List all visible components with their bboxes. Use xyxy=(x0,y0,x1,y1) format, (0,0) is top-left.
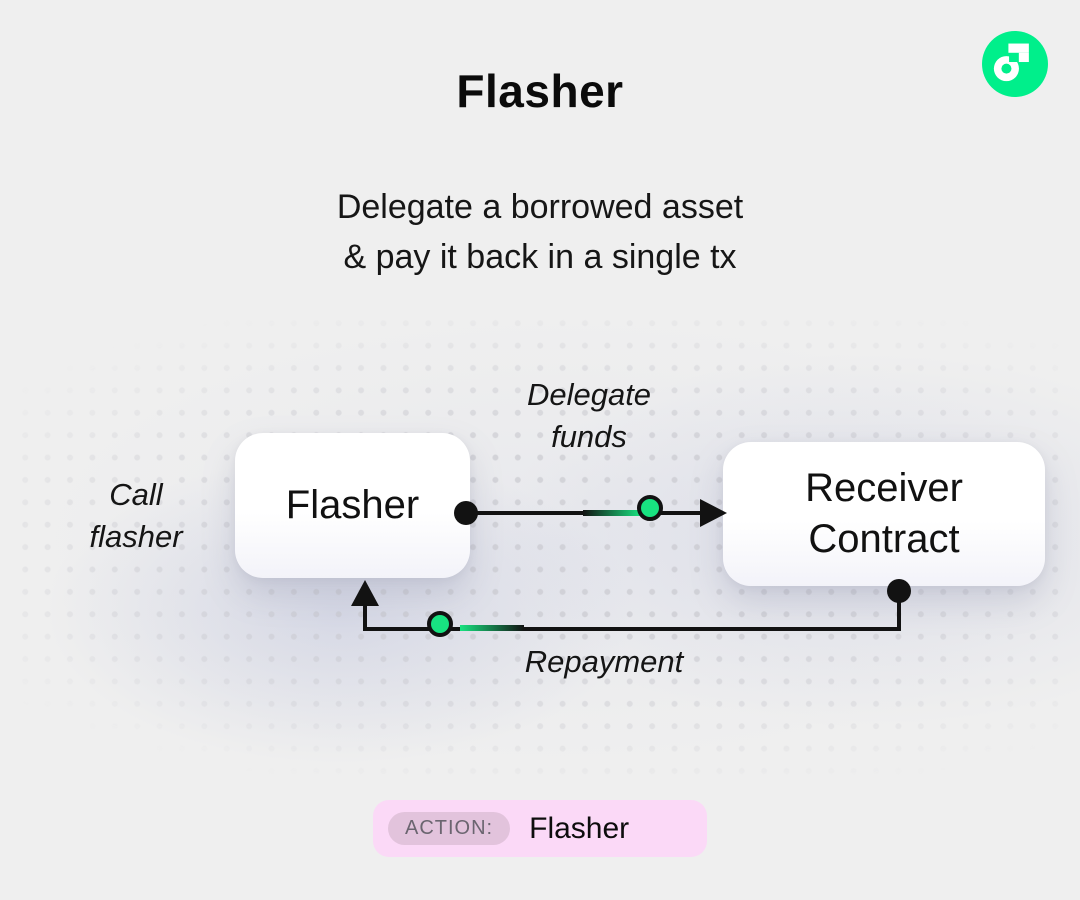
call-flasher-label-line2: flasher xyxy=(89,519,183,554)
delegate-funds-label-line2: funds xyxy=(551,419,627,454)
receiver-node-label-line1: Receiver xyxy=(805,466,963,510)
subtitle-line-1: Delegate a borrowed asset xyxy=(336,188,744,226)
action-badge-label: ACTION: xyxy=(388,812,511,845)
call-flasher-label: Call flasher xyxy=(46,474,226,558)
receiver-node-label-line2: Contract xyxy=(808,517,960,561)
page-subtitle: Delegate a borrowed asset & pay it back … xyxy=(0,182,1080,282)
connector-line-repayment-horizontal xyxy=(363,627,901,631)
delegate-funds-label: Delegate funds xyxy=(458,374,720,458)
call-flasher-label-line1: Call xyxy=(109,477,163,512)
flasher-node: Flasher xyxy=(235,433,470,578)
token-dot-repayment xyxy=(427,611,453,637)
action-badge: ACTION: Flasher xyxy=(373,800,707,857)
action-badge-value: Flasher xyxy=(529,811,630,845)
flow-logo-icon xyxy=(982,31,1048,97)
repayment-label: Repayment xyxy=(524,644,684,679)
connector-line-repayment-down xyxy=(897,589,901,629)
page-title: Flasher xyxy=(456,65,624,117)
arrowhead-right-icon xyxy=(700,499,727,527)
flasher-node-label: Flasher xyxy=(285,483,420,527)
connector-green-trail-delegate xyxy=(583,510,641,516)
receiver-contract-node: Receiver Contract xyxy=(723,442,1045,586)
connector-line-repayment-up xyxy=(363,602,367,631)
receiver-node-label: Receiver Contract xyxy=(805,463,963,565)
connector-green-trail-repayment xyxy=(460,625,524,631)
arrowhead-up-icon xyxy=(351,580,379,606)
delegate-funds-label-line1: Delegate xyxy=(526,377,652,412)
subtitle-line-2: & pay it back in a single tx xyxy=(343,238,737,276)
token-dot-delegate xyxy=(637,495,663,521)
